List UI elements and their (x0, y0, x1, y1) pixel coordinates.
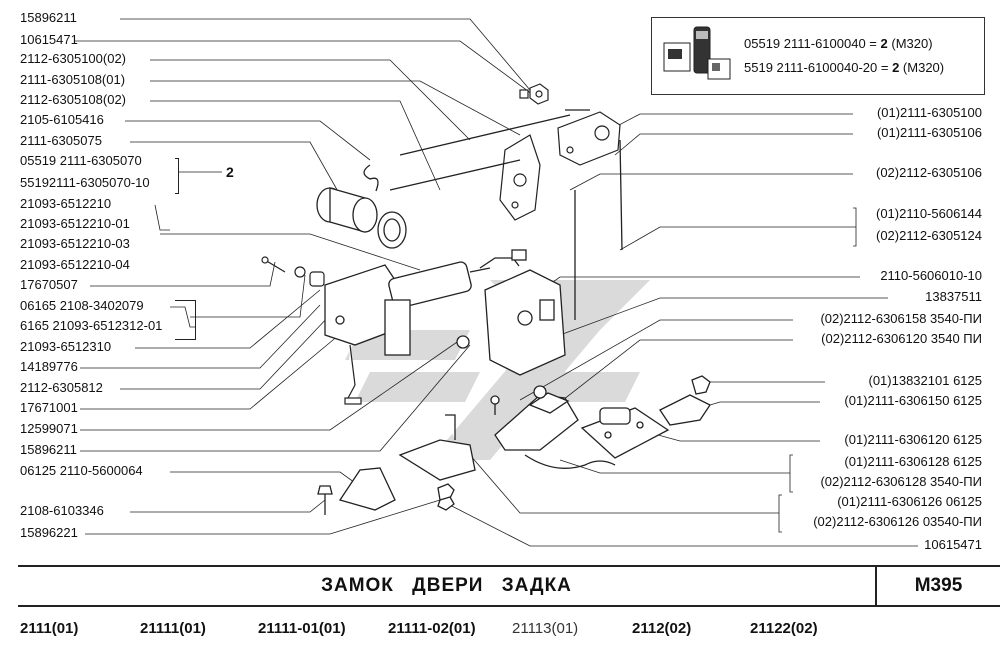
part-label-left: 55192111-6305070-10 (20, 175, 150, 190)
part-label-right: (02)2112-6306120 3540 ПИ (821, 331, 982, 346)
part-label-right: (02)2112-6306158 3540-ПИ (820, 311, 982, 326)
part-bottom-bracket (317, 414, 476, 515)
part-actuator (324, 261, 491, 356)
group-bracket-2 (175, 300, 196, 340)
part-label-left: 06125 2110-5600064 (20, 463, 143, 478)
model-item: 2112(02) (632, 620, 692, 637)
lubricant-legend: 05519 2111-6100040 = 2 (М320) 5519 2111-… (651, 17, 985, 95)
part-label-left: 21093-6512210-03 (20, 236, 130, 251)
part-label-left: 21093-6512210-04 (20, 257, 130, 272)
part-label-left: 2112-6305812 (20, 380, 103, 395)
part-label-right: (01)13832101 6125 (868, 373, 983, 388)
part-nut-top (519, 83, 549, 105)
part-rods (389, 109, 623, 320)
part-label-left: 2111-6305108(01) (20, 72, 126, 87)
model-item: 21111-01(01) (258, 620, 346, 637)
exploded-parts-diagram (75, 18, 918, 547)
part-label-left: 17671001 (20, 400, 78, 415)
model-item: 2111(01) (20, 620, 79, 637)
part-striker-plate (580, 407, 670, 459)
model-item: 21122(02) (750, 620, 818, 637)
part-label-left: 2105-6105416 (20, 112, 104, 127)
legend-row-2-note: (М320) (899, 60, 945, 75)
group-bracket (175, 158, 179, 194)
part-label-left: 21093-6512310 (20, 339, 112, 354)
part-lever-plate (499, 134, 541, 221)
part-label-right: (01)2111-6306150 6125 (844, 393, 982, 408)
legend-row-1-note: (М320) (887, 36, 933, 51)
part-small-bracket (659, 375, 711, 426)
page-title: ЗАМОК ДВЕРИ ЗАДКА (321, 575, 572, 596)
part-label-right: (02)2112-6306126 03540-ПИ (813, 514, 982, 529)
model-item: 21111-02(01) (388, 620, 476, 637)
part-label-left: 15896221 (20, 525, 78, 540)
part-label-left: 05519 2111-6305070 (20, 153, 142, 168)
part-label-right: (01)2111-6306126 06125 (837, 494, 982, 509)
section-code: М395 (914, 575, 963, 596)
model-item: 21113(01) (512, 620, 579, 637)
part-striker (490, 385, 579, 451)
part-label-left: 2112-6305108(02) (20, 92, 127, 107)
legend-row-1-part: 05519 2111-6100040 = (744, 36, 881, 51)
title-bar: ЗАМОК ДВЕРИ ЗАДКА М395 (18, 565, 1000, 607)
legend-row-2-part: 5519 2111-6100040-20 = (744, 60, 893, 75)
part-door-lock (456, 269, 566, 376)
model-list: 2111(01) 21111(01) 21111-01(01) 21111-02(01… (0, 620, 1000, 644)
part-label-left: 2112-6305100(02) (20, 51, 127, 66)
part-cable (524, 454, 616, 469)
part-screws-left (261, 256, 362, 405)
part-label-right: (01)2110-5606144 (875, 206, 982, 221)
part-label-right: (01)2111-6306128 6125 (844, 454, 982, 469)
part-label-right: 10615471 (924, 537, 982, 552)
part-label-right: (02)2112-6306128 3540-ПИ (820, 474, 982, 489)
title-divider (875, 567, 877, 605)
part-label-right: (02)2112-6305106 (875, 165, 982, 180)
part-label-right: (02)2112-6305124 (875, 228, 982, 243)
part-label-right: (01)2111-6305100 (876, 105, 982, 120)
part-label-right: (01)2111-6306120 6125 (844, 432, 982, 447)
part-label-left: 10615471 (20, 32, 78, 47)
part-label-left: 14189776 (20, 359, 78, 374)
part-lock-cylinder (316, 187, 407, 249)
part-label-right: 13837511 (925, 289, 982, 304)
legend-row-2-qty: 2 (892, 60, 900, 75)
model-item: 21111(01) (140, 620, 206, 637)
legend-row-1-qty: 2 (880, 36, 888, 51)
part-clip (363, 164, 379, 192)
legend-row-1: 05519 2111-6100040 = 2 (М320) (744, 36, 933, 51)
part-label-left: 15896211 (20, 10, 77, 25)
part-label-left: 21093-6512210-01 (20, 216, 130, 231)
part-label-left: 21093-6512210 (20, 196, 112, 211)
part-label-left: 6165 21093-6512312-01 (20, 318, 163, 333)
group-number: 2 (226, 164, 234, 180)
part-latch-bracket (557, 111, 621, 166)
leader-lines-left (75, 18, 541, 535)
part-label-left: 2111-6305075 (20, 133, 102, 148)
part-spring-link (479, 249, 527, 269)
lubricant-tube-icon (663, 26, 731, 80)
part-label-left: 12599071 (20, 421, 78, 436)
part-label-left: 15896211 (20, 442, 77, 457)
part-label-left: 17670507 (20, 277, 78, 292)
part-label-left: 2108-6103346 (20, 503, 104, 518)
part-label-left: 06165 2108-3402079 (20, 298, 144, 313)
part-label-right: (01)2111-6305106 (876, 125, 982, 140)
legend-row-2: 5519 2111-6100040-20 = 2 (М320) (744, 60, 944, 75)
part-label-right: 2110-5606010-10 (880, 268, 982, 283)
